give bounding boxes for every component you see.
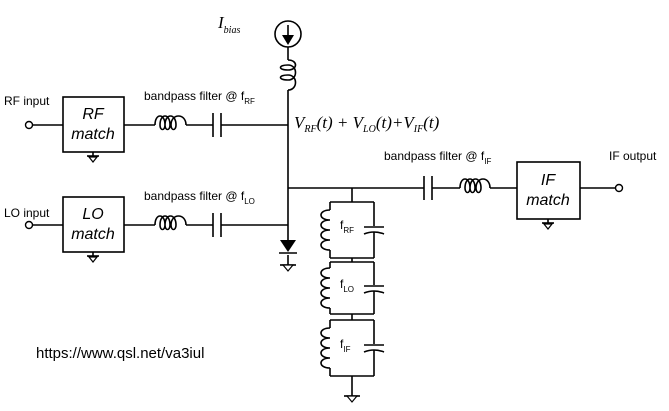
ground-if-match: [542, 219, 554, 230]
wires: [32, 50, 615, 396]
rf-match-label-1: RF: [82, 106, 105, 123]
lo-input-port: [24, 220, 34, 230]
ground-lo-match: [87, 252, 99, 263]
diode: [279, 240, 297, 254]
bias-label: Ibias: [217, 13, 240, 36]
lo-filter-label: bandpass filter @ fLO: [144, 189, 255, 206]
voltage-expression: VRF(t) + VLO(t)+VIF(t): [294, 113, 440, 135]
lo-filter-inductor: [154, 215, 187, 231]
rf-match-label-2: match: [71, 126, 115, 143]
trap-rf: [320, 201, 385, 259]
rf-input-label: RF input: [4, 94, 50, 108]
trap-if: [320, 319, 385, 377]
trap-lo: [320, 261, 385, 315]
lo-input-label: LO input: [4, 206, 50, 220]
if-match-label-1: IF: [541, 172, 556, 189]
rf-filter-capacitor: [212, 113, 222, 137]
trap-rf-label: fRF: [340, 218, 354, 235]
bias-inductor: [279, 59, 297, 91]
if-match-label-2: match: [526, 192, 570, 209]
ground-diode: [280, 264, 296, 272]
if-match-box: IF match: [516, 161, 581, 220]
if-filter-capacitor: [423, 176, 433, 200]
ground-rf-match: [87, 152, 99, 163]
rf-filter-inductor: [154, 115, 187, 131]
rf-input-port: [24, 120, 34, 130]
if-filter-label: bandpass filter @ fIF: [384, 149, 491, 166]
lo-filter-capacitor: [212, 213, 222, 237]
lo-match-label-2: match: [71, 226, 115, 243]
trap-if-label: fIF: [340, 337, 351, 354]
rf-filter-label: bandpass filter @ fRF: [144, 89, 255, 106]
ground-traps: [344, 395, 360, 403]
lo-match-box: LO match: [62, 196, 125, 253]
current-source: [274, 20, 302, 50]
trap-lo-label: fLO: [340, 277, 354, 294]
lo-match-label-1: LO: [82, 206, 103, 223]
if-filter-inductor: [459, 178, 491, 194]
rf-match-box: RF match: [62, 96, 125, 153]
if-output-port: [614, 183, 624, 193]
source-url: https://www.qsl.net/va3iul: [36, 345, 204, 362]
if-output-label: IF output: [609, 149, 657, 163]
